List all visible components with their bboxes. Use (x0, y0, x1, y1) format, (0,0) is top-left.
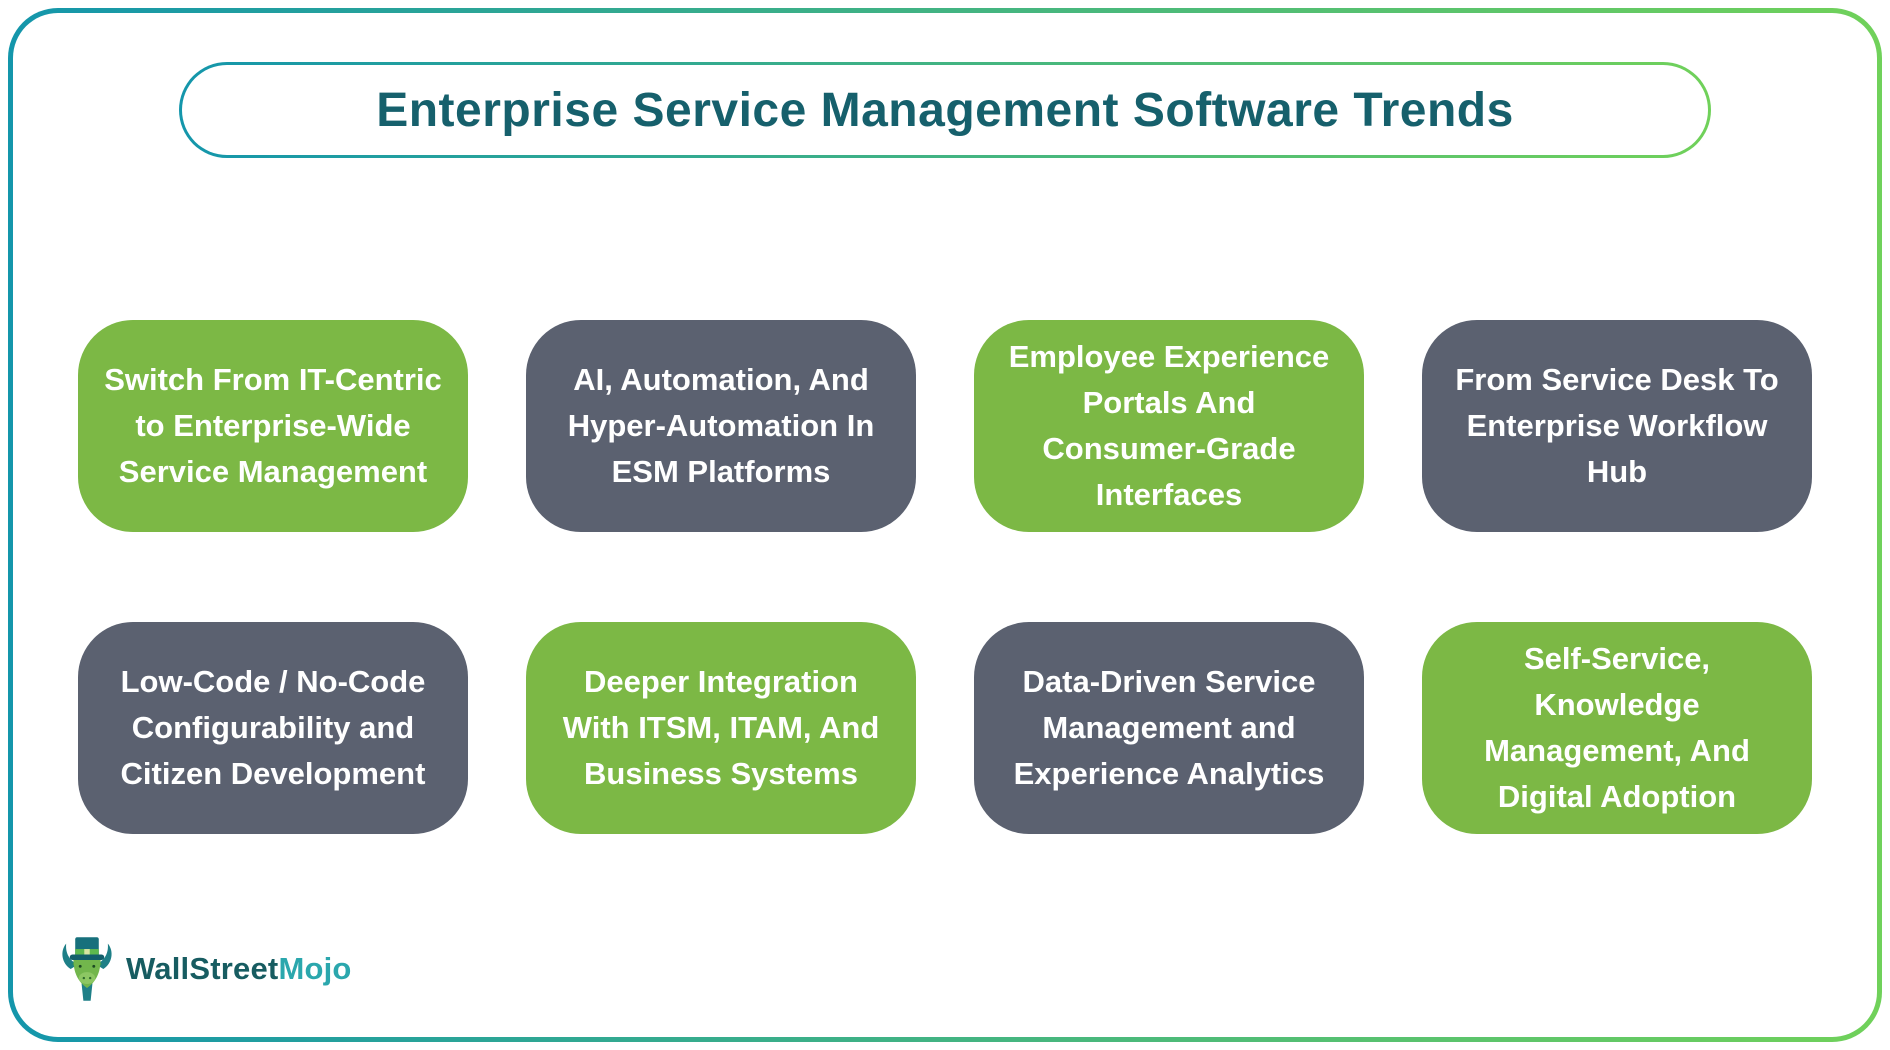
trend-card: AI, Automation, And Hyper-Automation In … (526, 320, 916, 532)
trend-card-label: Self-Service, Knowledge Management, And … (1484, 641, 1750, 814)
page-title: Enterprise Service Management Software T… (376, 83, 1514, 137)
trend-card: Low-Code / No-Code Configurability and C… (78, 622, 468, 834)
trend-card: Deeper Integration With ITSM, ITAM, And … (526, 622, 916, 834)
trend-card-label: Deeper Integration With ITSM, ITAM, And … (562, 664, 880, 791)
title-banner: Enterprise Service Management Software T… (179, 62, 1711, 158)
trend-card: Employee Experience Portals And Consumer… (974, 320, 1364, 532)
brand-wallstreet: WallStreet (126, 951, 279, 986)
brand-mojo: Mojo (278, 951, 352, 986)
trend-card: Data-Driven Service Management and Exper… (974, 622, 1364, 834)
trend-card: Switch From IT-Centric to Enterprise-Wid… (78, 320, 468, 532)
trend-card-label: Low-Code / No-Code Configurability and C… (120, 664, 426, 791)
trend-card-label: Data-Driven Service Management and Exper… (1013, 664, 1325, 791)
trend-card-label: AI, Automation, And Hyper-Automation In … (567, 362, 875, 489)
wallstreetmojo-logo: WallStreetMojo (58, 936, 352, 1002)
brand-wordmark: WallStreetMojo (126, 951, 352, 987)
trend-card: Self-Service, Knowledge Management, And … (1422, 622, 1812, 834)
bull-mascot-icon (62, 937, 112, 1001)
trend-card: From Service Desk To Enterprise Workflow… (1422, 320, 1812, 532)
trend-card-label: Switch From IT-Centric to Enterprise-Wid… (104, 362, 442, 489)
trends-grid: Switch From IT-Centric to Enterprise-Wid… (78, 320, 1812, 834)
trend-card-label: Employee Experience Portals And Consumer… (1008, 339, 1330, 512)
trend-card-label: From Service Desk To Enterprise Workflow… (1455, 362, 1779, 489)
